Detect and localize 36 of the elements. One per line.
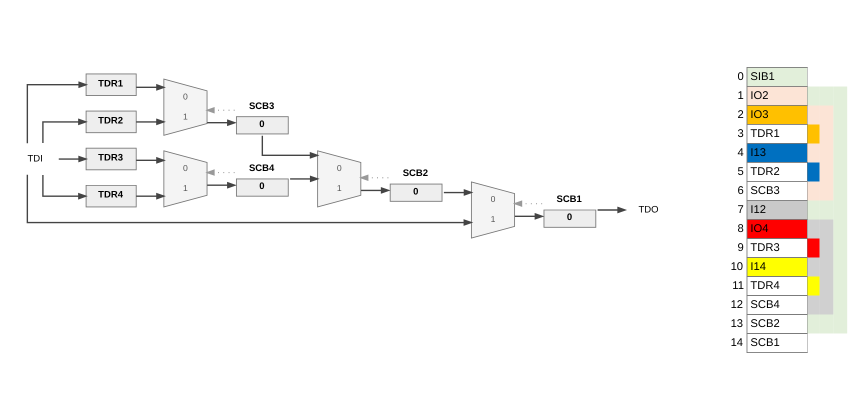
label: 5 [737, 166, 744, 178]
label: 1 [737, 90, 744, 102]
label: TDR1 [750, 128, 780, 140]
label: 11 [732, 280, 744, 292]
label: SIB1 [750, 70, 775, 83]
label: TDR3 [750, 242, 780, 254]
label: IO3 [750, 108, 769, 121]
label: IO4 [750, 222, 769, 235]
node-label: SCB3 [248, 100, 274, 112]
label: 9 [737, 242, 744, 254]
label: SCB1 [750, 336, 780, 349]
label: SCB3 [750, 184, 780, 197]
label: IO2 [750, 90, 769, 102]
label: 3 [737, 128, 744, 140]
label: I14 [750, 260, 766, 273]
node-text: TDO [638, 204, 659, 216]
label: 7 [737, 204, 744, 216]
node-label: SCB2 [402, 168, 428, 180]
label: 0 [737, 70, 744, 83]
node-label: SCB1 [556, 194, 582, 206]
label: I13 [750, 146, 766, 159]
label: TDR4 [750, 280, 780, 292]
label: TDR2 [750, 166, 780, 178]
label: 8 [737, 222, 744, 235]
label: I12 [750, 204, 766, 216]
label: 13 [730, 318, 744, 330]
label: 12 [730, 298, 744, 311]
label: 6 [737, 184, 744, 197]
node-label: SCB4 [248, 162, 274, 174]
node-text: TDI [27, 153, 43, 164]
label: 2 [737, 108, 744, 121]
label: SCB4 [750, 298, 780, 311]
label: 4 [737, 146, 744, 159]
label: 14 [730, 336, 744, 349]
label: SCB2 [750, 318, 780, 330]
label: 10 [730, 260, 744, 273]
